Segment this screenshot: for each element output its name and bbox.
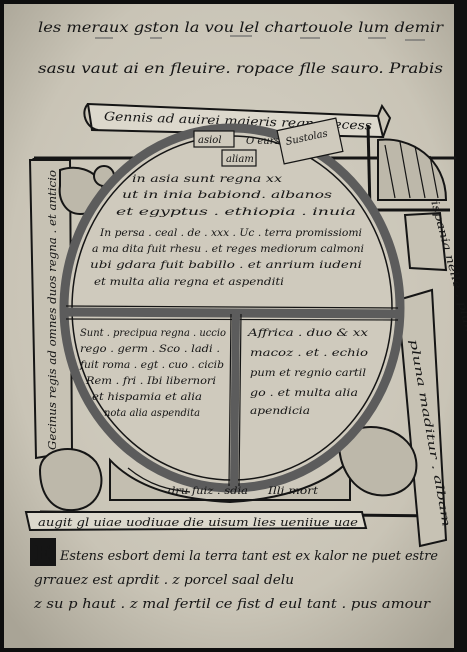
bottom-line-2: grrauez est aprdit . z porcel saal delu xyxy=(34,573,294,588)
africa-line-4: go . et multa alia xyxy=(250,388,358,399)
asia-line-5: a ma dita fuit rhesu . et reges mediorum… xyxy=(92,243,364,255)
svg-text:E: E xyxy=(34,541,51,567)
europe-line-5: et hispamia et alia xyxy=(92,392,202,403)
africa-line-2: macoz . et . echio xyxy=(250,348,368,359)
scroll-left-text: Gecinus regis ad omnes duos regna . et a… xyxy=(46,170,59,450)
lower-scroll: augit gl uiae uodiuae die uisum lies uen… xyxy=(24,511,368,532)
lower-left-face xyxy=(38,447,103,512)
asia-line-7: et multa alia regna et aspenditi xyxy=(94,276,284,288)
initial-e: E xyxy=(30,538,56,567)
asia-line-4: In persa . ceal . de . xxx . Uc . terra … xyxy=(99,227,362,239)
bottom-line-1: Estens esbort demi la terra tant est ex … xyxy=(59,549,438,564)
africa-line-3: pum et regnio cartil xyxy=(250,368,366,379)
africa-line-5: apendicia xyxy=(250,406,310,417)
corner-figures xyxy=(38,138,448,512)
t-o-map: asiol O eurs Sustolas aliam in asia sunt… xyxy=(59,117,405,497)
asia-line-1: in asia sunt regna xx xyxy=(132,173,282,185)
africa-line-1: Affrica . duo & xx xyxy=(247,328,369,339)
t-vertical-bar xyxy=(230,313,240,487)
europe-line-3: fuit roma . egt . cuo . cicib xyxy=(79,360,224,371)
label-asiol: asiol xyxy=(198,135,222,146)
lower-scroll-text: augit gl uiae uodiuae die uisum lies uen… xyxy=(38,516,359,529)
lower-center-arc xyxy=(109,457,351,504)
bottom-right-text: Illi mort xyxy=(267,486,319,497)
label-aliam: aliam xyxy=(226,154,254,165)
top-line-1: les meraux gston la vou lel chartouole l… xyxy=(38,20,445,36)
label-eurs: O eurs xyxy=(246,136,280,147)
right-page-edge xyxy=(454,0,467,652)
lower-right-faces xyxy=(338,426,418,497)
europe-line-6: nota alia aspendita xyxy=(104,408,200,419)
asia-line-6: ubi gdara fuit babillo . et anrium iuden… xyxy=(90,259,362,271)
europe-line-2: rego . germ . Sco . ladi . xyxy=(80,344,220,355)
top-line-2: sasu vaut ai en fleuire. ropace flle sau… xyxy=(38,61,443,77)
bottom-line-3: z su p haut . z mal fertil ce fist d eul… xyxy=(33,597,431,612)
europe-line-4: Rem . fri . Ibi libernori xyxy=(85,376,216,387)
asia-line-3: et egyptus . ethiopia . inuia xyxy=(116,206,356,218)
bottom-band-text: dru fuiz . sdia xyxy=(168,486,248,497)
rubric-dashes xyxy=(95,35,425,41)
asia-line-2: ut in inia babiond. albanos xyxy=(122,189,333,201)
ocean-ring xyxy=(59,123,405,493)
t-horizontal-bar xyxy=(65,307,399,319)
europe-line-1: Sunt . precipua regna . uccio xyxy=(80,328,226,339)
